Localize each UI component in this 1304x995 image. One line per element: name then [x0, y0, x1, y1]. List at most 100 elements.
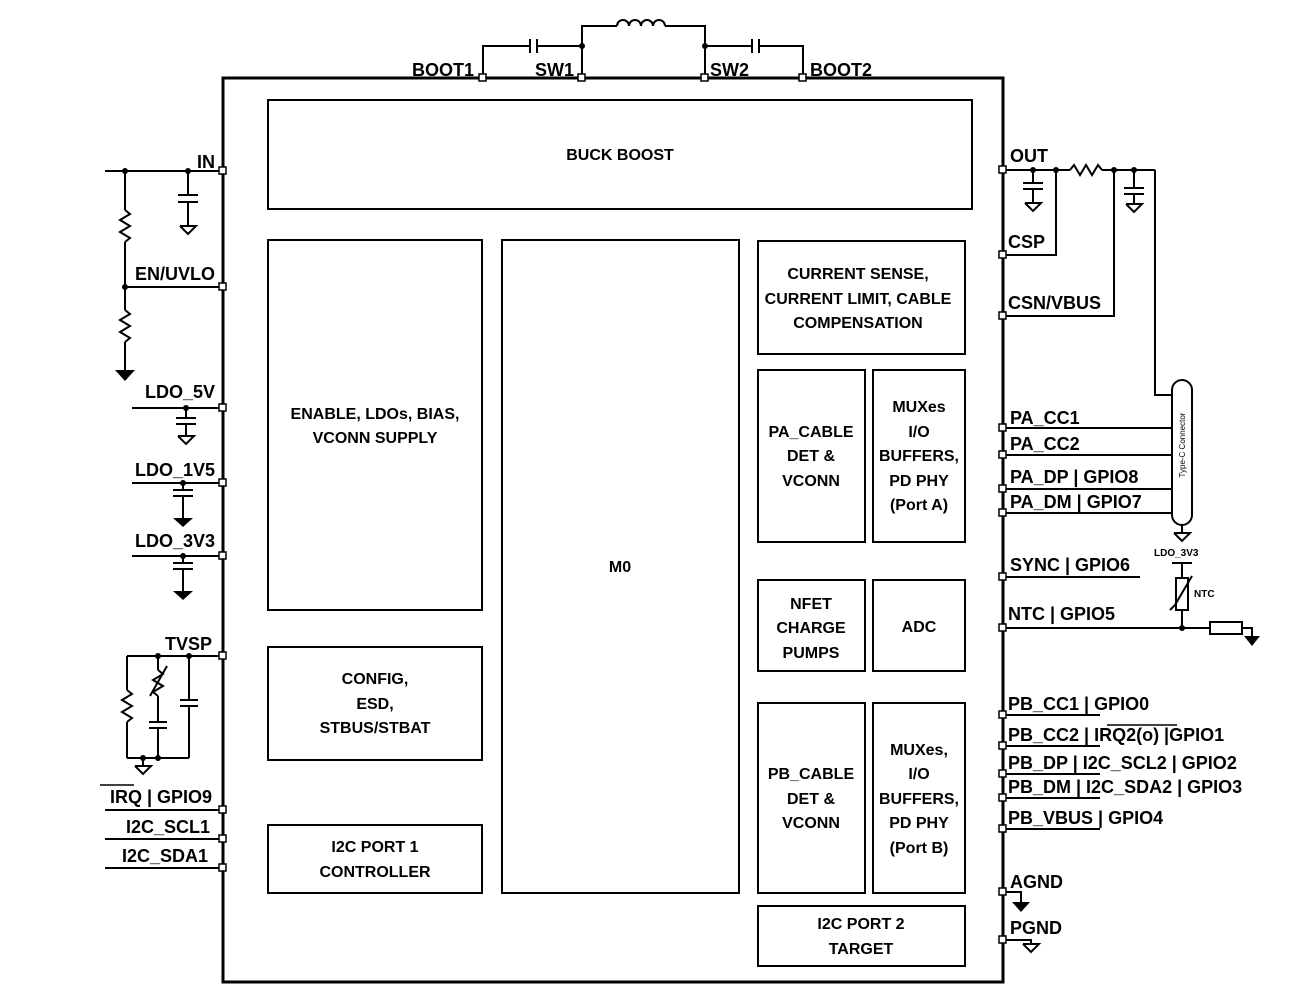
mux-b-line2: I/O: [908, 766, 929, 783]
label-pa-dm: PA_DM | GPIO7: [1010, 492, 1142, 512]
adc-block: [872, 579, 966, 672]
pin-pa-cc2: [998, 450, 1007, 459]
label-tvsp: TVSP: [165, 634, 212, 654]
top-switch-network: [482, 19, 804, 78]
config-line2: ESD,: [356, 696, 393, 713]
resistor-icon: [118, 209, 132, 243]
pin-sw1: [577, 73, 586, 82]
label-csn-vbus: CSN/VBUS: [1008, 293, 1101, 313]
nfet-line2: CHARGE: [776, 620, 846, 637]
pa-cable-line2: DET &: [787, 448, 835, 465]
i2c-port1-block: [267, 824, 483, 894]
buck-boost-label: BUCK BOOST: [566, 147, 674, 164]
current-sense-block: [757, 240, 966, 355]
label-csp: CSP: [1008, 232, 1045, 252]
mux-b-line5: (Port B): [890, 840, 949, 857]
enable-line2: VCONN SUPPLY: [313, 430, 438, 447]
i2c-port2-block: [757, 905, 966, 967]
label-pa-cc1: PA_CC1: [1010, 408, 1080, 428]
pb-cable-block: [757, 702, 866, 894]
pin-en: [218, 282, 227, 291]
output-network: [1003, 163, 1172, 396]
buck-boost-block: [267, 99, 973, 210]
pin-sw2: [700, 73, 709, 82]
i2c2-line1: I2C PORT 2: [817, 916, 904, 933]
mux-a-line3: BUFFERS,: [879, 448, 959, 465]
nfet-block: [757, 579, 866, 672]
label-pgnd: PGND: [1010, 918, 1062, 938]
enable-line1: ENABLE, LDOs, BIAS,: [291, 406, 460, 423]
pin-ldo1v5: [218, 478, 227, 487]
pin-in: [218, 166, 227, 175]
label-sw1: SW1: [535, 60, 574, 80]
label-irq-gpio9: IRQ | GPIO9: [110, 787, 212, 807]
mux-a-block: [872, 369, 966, 543]
i2c1-line1: I2C PORT 1: [331, 839, 418, 856]
label-pb-vbus: PB_VBUS | GPIO4: [1008, 808, 1163, 828]
ntc-network: [1003, 562, 1253, 636]
pin-agnd: [998, 887, 1007, 896]
i2c1-line2: CONTROLLER: [319, 864, 431, 881]
label-pb-dm: PB_DM | I2C_SDA2 | GPIO3: [1008, 777, 1242, 797]
pin-boot1: [478, 73, 487, 82]
pin-scl1: [218, 834, 227, 843]
mux-b-line4: PD PHY: [889, 815, 949, 832]
pin-ntc: [998, 623, 1007, 632]
ldo-3v3-ref-label: LDO_3V3: [1154, 548, 1199, 559]
label-ldo-1v5: LDO_1V5: [135, 460, 215, 480]
label-pa-dp: PA_DP | GPIO8: [1010, 467, 1138, 487]
pin-pa-dp: [998, 484, 1007, 493]
pin-pa-cc1: [998, 423, 1007, 432]
pa-cable-line3: VCONN: [782, 473, 840, 490]
resistor-icon: [120, 689, 134, 723]
pin-boot2: [798, 73, 807, 82]
cs-line3: COMPENSATION: [793, 315, 922, 332]
label-sync: SYNC | GPIO6: [1010, 555, 1130, 575]
pin-pb-dp: [998, 769, 1007, 778]
label-out: OUT: [1010, 146, 1048, 166]
ldo-1v5-network: [132, 482, 223, 518]
nfet-line1: NFET: [790, 596, 832, 613]
resistor-icon: [1069, 163, 1103, 177]
pin-pgnd: [998, 935, 1007, 944]
pin-out: [998, 165, 1007, 174]
pin-ldo5v: [218, 403, 227, 412]
ntc-label: NTC: [1194, 589, 1215, 600]
connector-label: Type-C Connector: [1178, 412, 1187, 477]
mux-a-line2: I/O: [908, 424, 929, 441]
m0-label: M0: [609, 559, 631, 576]
mux-a-line5: (Port A): [890, 497, 948, 514]
m0-block: [501, 239, 740, 894]
label-en-uvlo: EN/UVLO: [135, 264, 215, 284]
label-ldo-5v: LDO_5V: [145, 382, 215, 402]
label-pb-cc2: PB_CC2 | IRQ2(o) |GPIO1: [1008, 725, 1224, 745]
pin-ldo3v3: [218, 551, 227, 560]
label-i2c-scl1: I2C_SCL1: [126, 817, 210, 837]
config-block: [267, 646, 483, 761]
label-pa-cc2: PA_CC2: [1010, 434, 1080, 454]
i2c2-line2: TARGET: [829, 941, 894, 958]
cs-line1: CURRENT SENSE,: [787, 266, 928, 283]
nfet-line3: PUMPS: [783, 645, 840, 662]
mux-b-block: [872, 702, 966, 894]
pin-pa-dm: [998, 508, 1007, 517]
pin-irq: [218, 805, 227, 814]
pin-csn: [998, 311, 1007, 320]
pin-pb-cc1: [998, 710, 1007, 719]
label-i2c-sda1: I2C_SDA1: [122, 846, 208, 866]
tvsp-network: [120, 655, 223, 776]
inductor-icon: [616, 19, 666, 27]
cs-line2: CURRENT LIMIT, CABLE: [765, 291, 952, 308]
pin-csp: [998, 250, 1007, 259]
chip-outline: [221, 76, 1005, 984]
enable-ldo-block: [267, 239, 483, 611]
pin-pb-cc2: [998, 741, 1007, 750]
mux-a-line4: PD PHY: [889, 473, 949, 490]
pa-cable-block: [757, 369, 866, 543]
pb-cable-line1: PB_CABLE: [768, 766, 855, 783]
mux-b-line1: MUXes,: [890, 742, 948, 759]
label-boot1: BOOT1: [412, 60, 474, 80]
pin-sda1: [218, 863, 227, 872]
